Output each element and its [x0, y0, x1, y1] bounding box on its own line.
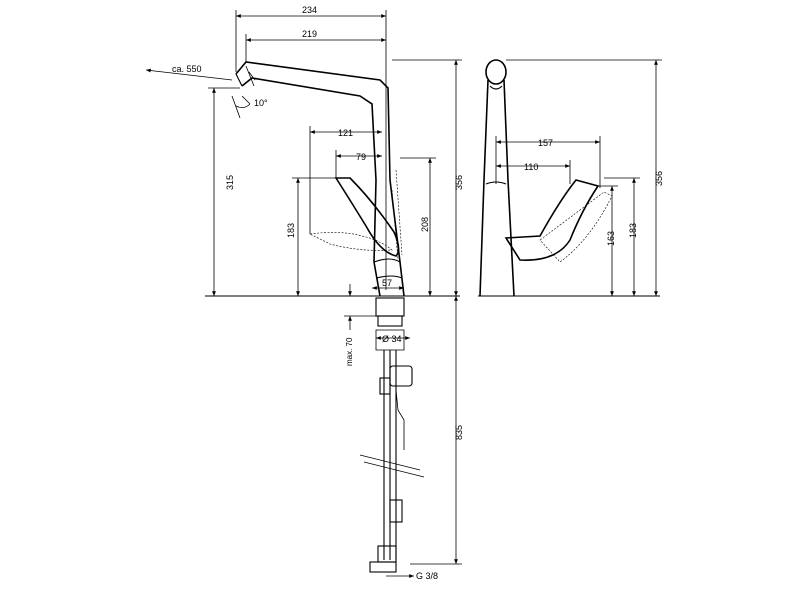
spray-head [245, 65, 256, 87]
hose-end [377, 545, 397, 563]
break-marks [359, 454, 425, 478]
lever-handle [334, 177, 400, 257]
dim-183-side: 183 [628, 223, 638, 238]
dim-121: 121 [338, 128, 353, 138]
dim-57: 57 [382, 278, 392, 288]
hose-connector [389, 499, 403, 523]
dim-10deg: 10° [254, 98, 268, 108]
side-spout-head [485, 59, 507, 85]
spout-top [235, 61, 391, 181]
dim-356-side: 356 [654, 171, 664, 186]
dim-835: 835 [454, 425, 464, 440]
dim-g38: G 3/8 [416, 571, 438, 581]
dim-110: 110 [524, 162, 538, 172]
dim-163: 163 [606, 231, 616, 246]
dim-234: 234 [302, 5, 317, 15]
dim-183-front: 183 [286, 223, 296, 238]
dim-max70: max. 70 [345, 337, 354, 366]
hose-weight [389, 365, 413, 387]
dim-34: Ø 34 [382, 334, 402, 344]
dim-219: 219 [302, 29, 317, 39]
dim-356-front: 356 [454, 175, 464, 190]
dim-550: ca. 550 [172, 64, 202, 74]
mounting-shank [375, 297, 405, 317]
dim-208: 208 [420, 217, 430, 232]
dim-157: 157 [538, 138, 553, 148]
lever-alt-position [308, 232, 393, 251]
dim-315: 315 [225, 175, 235, 190]
front-view: 234 219 ca. 550 10° 315 121 79 183 208 3… [145, 5, 464, 581]
side-view: 157 110 163 183 356 [478, 59, 664, 297]
spout-bottom [241, 77, 377, 181]
side-lever [504, 179, 600, 261]
dim-line-550 [145, 68, 233, 81]
side-body [479, 79, 515, 297]
dim-79: 79 [356, 152, 366, 162]
